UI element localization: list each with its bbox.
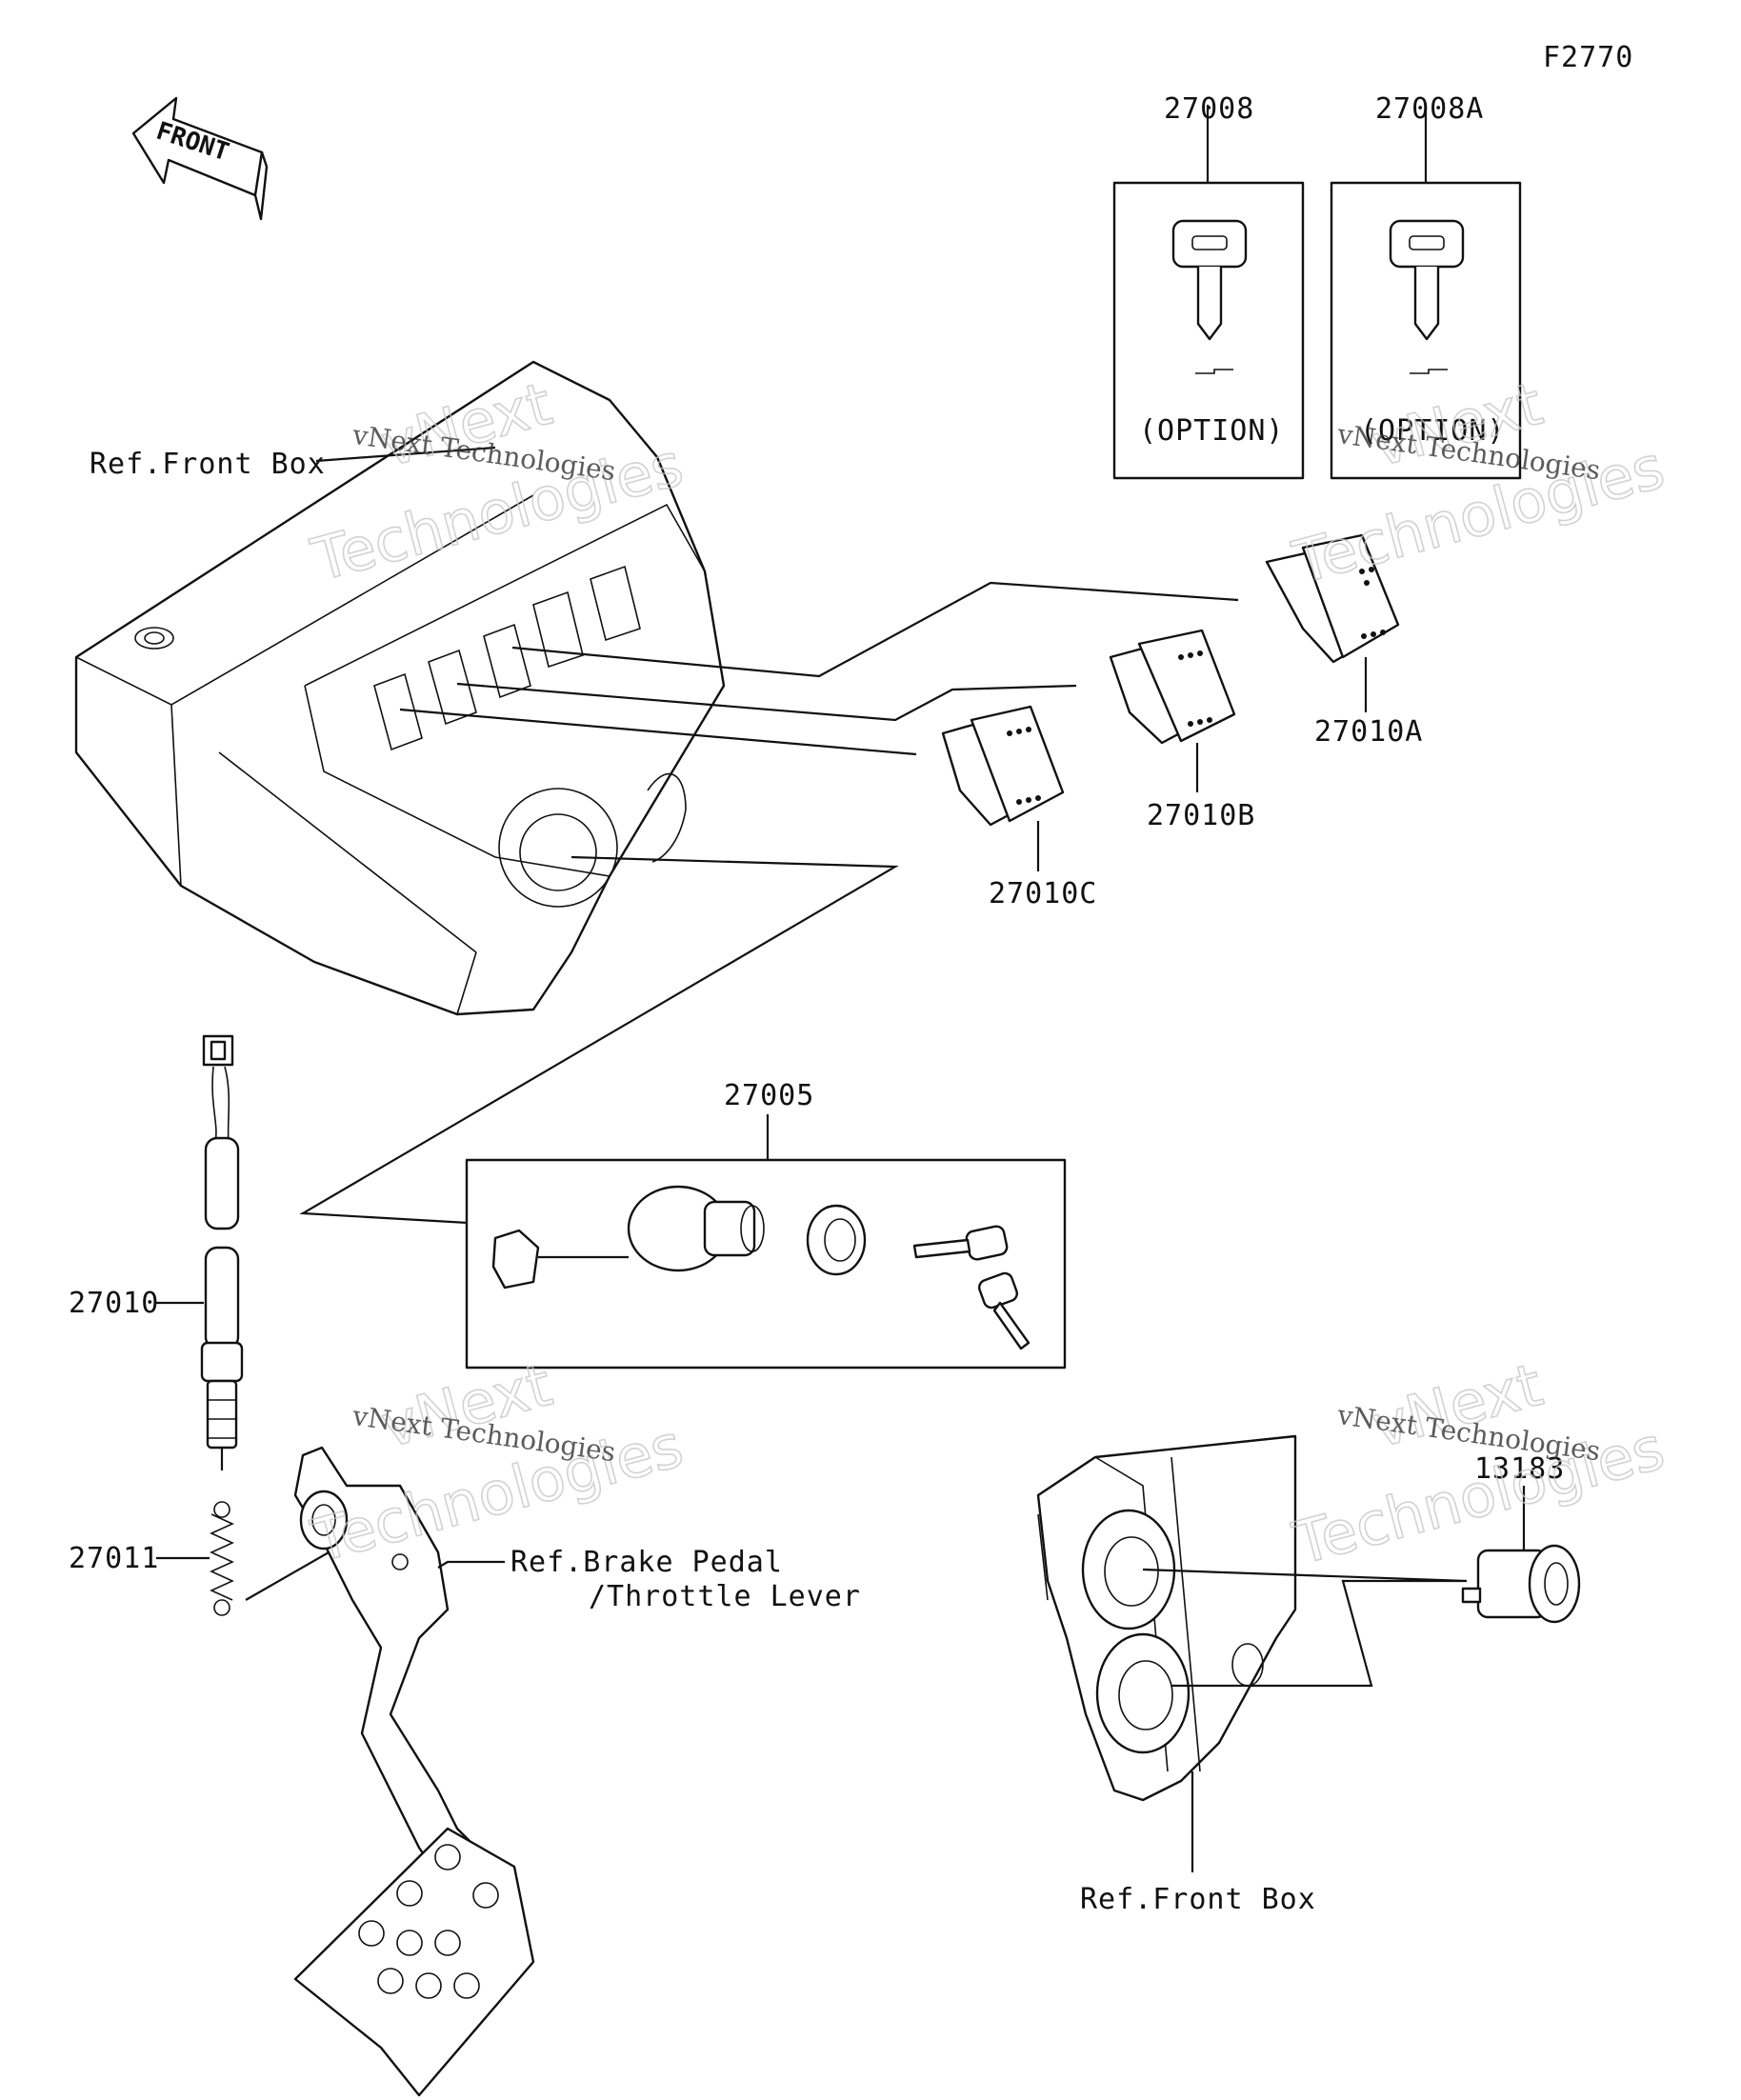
label-option-2: (OPTION) — [1360, 414, 1506, 448]
label-27005: 27005 — [724, 1079, 814, 1112]
rocker-switch-27010A — [1265, 533, 1400, 712]
watermark-4: vNext Technologies vNext Technologies — [1285, 1349, 1671, 1579]
ref-front-box-top: Ref.Front Box — [90, 448, 326, 481]
label-13183: 13183 — [1474, 1452, 1565, 1486]
front-arrow-icon: FRONT — [131, 96, 269, 221]
leader-27010A — [511, 581, 1239, 678]
label-27010C: 27010C — [989, 877, 1097, 910]
leader-27005 — [299, 855, 899, 1232]
power-socket-13183 — [1461, 1486, 1581, 1624]
watermark-3: vNext Technologies vNext Technologies — [304, 1349, 690, 1576]
key-option-box-27008A — [1330, 105, 1522, 480]
ref-brake-pedal: Ref.Brake Pedal — [510, 1546, 783, 1579]
switch-slots — [373, 565, 641, 751]
spring-27011 — [210, 1501, 234, 1616]
leader-brake-pedal — [437, 1560, 505, 1569]
ignition-switch-icon — [491, 1185, 765, 1290]
ignition-switch-kit-27005 — [465, 1114, 1067, 1370]
figure-code: F2770 — [1543, 41, 1633, 74]
label-27010: 27010 — [69, 1287, 159, 1320]
ignition-switch-mount — [498, 772, 687, 908]
front-box-dashboard — [74, 360, 726, 1016]
ref-front-box-bottom: Ref.Front Box — [1080, 1883, 1316, 1916]
label-27010B: 27010B — [1147, 799, 1255, 832]
lock-nut-icon — [806, 1204, 867, 1276]
leader-27010C — [399, 708, 917, 756]
key-icon — [1389, 219, 1465, 341]
label-27010A: 27010A — [1314, 715, 1423, 749]
front-box-socket-panel — [1036, 1434, 1297, 1802]
leader-13183 — [1142, 1568, 1468, 1688]
leader-27010B — [456, 682, 1077, 722]
rocker-switch-27010B — [1109, 629, 1236, 792]
label-27008A: 27008A — [1375, 92, 1484, 126]
label-27011: 27011 — [69, 1542, 159, 1575]
label-27008: 27008 — [1164, 92, 1254, 126]
key-option-box-27008 — [1112, 105, 1305, 480]
label-option-1: (OPTION) — [1139, 414, 1285, 448]
rocker-switch-27010C — [941, 705, 1065, 871]
key-icon — [1171, 219, 1248, 341]
brake-switch-27010 — [200, 1034, 244, 1470]
ignition-keys-icon — [912, 1225, 1031, 1350]
ref-throttle-lever: /Throttle Lever — [589, 1580, 861, 1613]
brake-pedal — [293, 1446, 535, 2097]
